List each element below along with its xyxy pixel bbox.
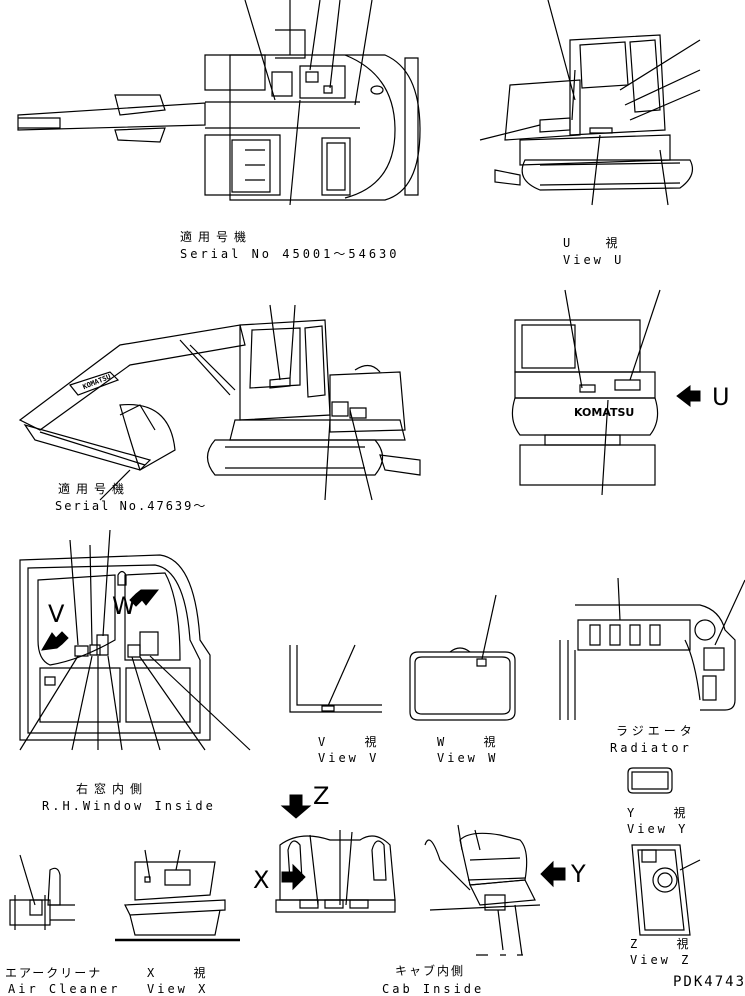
radiator-drawing — [559, 577, 745, 720]
view-w-jp: W 視 — [437, 735, 512, 749]
view-x-en: View X — [147, 982, 209, 996]
view-y-jp: Y 視 — [627, 806, 702, 820]
top-view-serial-jp: 適用号機 — [180, 230, 253, 244]
side-view-drawing — [18, 304, 421, 501]
window-en: R.H.Window Inside — [42, 799, 216, 813]
rear-view-drawing — [511, 289, 701, 496]
view-u-en: View U — [563, 253, 625, 267]
view-x-drawing — [115, 849, 240, 942]
cab-marker-y: Y — [571, 860, 586, 888]
view-y-drawing — [627, 767, 673, 794]
cab-marker-z: Z — [313, 782, 330, 810]
cab-inside-left-drawing — [275, 794, 396, 913]
view-z-jp: Z 視 — [630, 937, 705, 951]
window-marker-w: W — [112, 592, 136, 620]
view-w-en: View W — [437, 751, 499, 765]
radiator-jp: ラジエータ — [616, 724, 696, 738]
view-y-en: View Y — [627, 822, 689, 836]
top-view-serial: Serial No 45001～54630 — [180, 247, 400, 261]
rear-arrow-label-u: U — [712, 383, 730, 411]
air-cleaner-drawing — [9, 854, 75, 930]
top-view-drawing — [17, 0, 421, 206]
view-u-jp: U 視 — [563, 236, 632, 250]
view-z-drawing — [631, 844, 701, 936]
cab-inside-jp: キャブ内側 — [395, 964, 466, 978]
side-view-serial: Serial No.47639～ — [55, 499, 208, 513]
cab-inside-en: Cab Inside — [382, 982, 485, 996]
view-w-drawing — [409, 594, 516, 721]
radiator-en: Radiator — [610, 741, 692, 755]
cab-marker-x: X — [253, 866, 270, 894]
air-cleaner-jp: エアークリーナ — [5, 966, 103, 980]
window-marker-v: V — [48, 600, 65, 628]
side-view-serial-jp: 適用号機 — [58, 482, 131, 496]
view-v-drawing — [289, 644, 382, 713]
window-inside-drawing — [19, 529, 251, 751]
drawing-code: PDK4743 — [673, 974, 745, 990]
air-cleaner-en: Air Cleaner — [8, 982, 121, 996]
rear-brand-text: KOMATSU — [574, 406, 635, 419]
window-jp: 右窓内側 — [76, 782, 149, 796]
view-u-drawing — [479, 0, 701, 206]
view-x-jp: X 視 — [147, 966, 222, 980]
view-z-en: View Z — [630, 953, 692, 967]
cab-inside-right-drawing — [424, 824, 566, 956]
view-v-en: View V — [318, 751, 380, 765]
view-v-jp: V 視 — [318, 735, 393, 749]
